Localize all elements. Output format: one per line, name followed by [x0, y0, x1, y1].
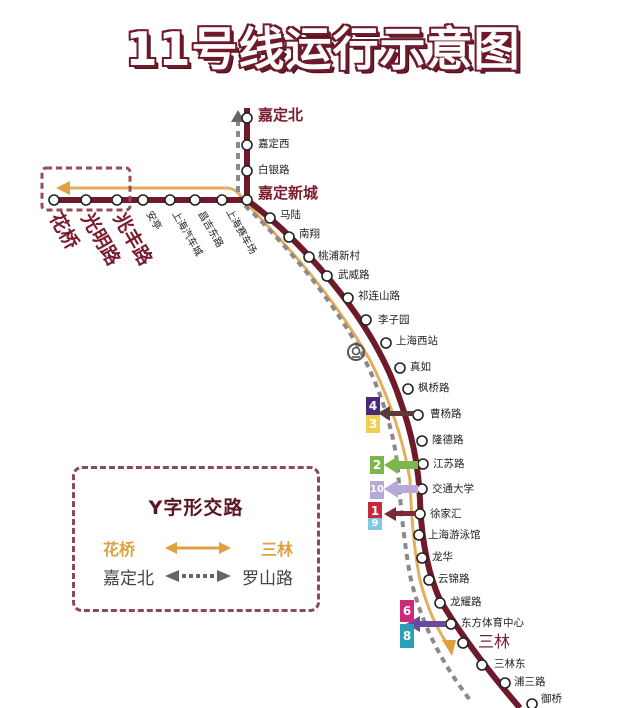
- transfer-arrow-line2: [384, 456, 418, 474]
- station-qilianshanlu: 祁连山路: [358, 290, 400, 302]
- legend-route1-to: 三林: [260, 540, 293, 559]
- transfer-arrow-line4: [378, 406, 414, 421]
- station-zhenru: 真如: [410, 361, 431, 373]
- transfer-badge-line6: 6: [400, 600, 414, 622]
- station-shanghaiyouyongguan: 上海游泳馆: [428, 529, 481, 541]
- transfer-badge-line3: 3: [366, 415, 380, 433]
- station-sanlindong: 三林东: [494, 658, 526, 670]
- station-baiyinlu: 白银路: [258, 164, 290, 176]
- transfer-badge-line9: 9: [368, 518, 382, 530]
- station-malu: 马陆: [280, 209, 301, 221]
- legend-route1-from: 花桥: [103, 540, 136, 559]
- station-jiadingxincheng: 嘉定新城: [258, 184, 319, 202]
- legend-row-jiadingbei-luoshanlu: 嘉定北 罗山路: [75, 565, 317, 589]
- station-fengqiaolu: 枫桥路: [418, 382, 450, 394]
- transfer-badge-line1: 1: [368, 502, 382, 520]
- station-longhua: 龙华: [432, 551, 453, 563]
- station-jiadingxi: 嘉定西: [258, 138, 290, 150]
- transfer-badge-line2: 2: [370, 456, 384, 474]
- legend-route2-from: 嘉定北: [103, 568, 154, 589]
- legend-title: Y字形交路: [148, 497, 244, 519]
- huaqiao-branch-box: [40, 166, 132, 212]
- station-wuweilu: 武威路: [338, 269, 370, 281]
- double-arrow-icon: [165, 542, 231, 554]
- station-nanxiang: 南翔: [299, 228, 320, 240]
- station-caoyanglu: 曹杨路: [430, 408, 462, 420]
- station-shanghaixizhan: 上海西站: [396, 335, 438, 347]
- station-jiaotongdaxue: 交通大学: [432, 483, 474, 495]
- transfer-badge-line4: 4: [366, 397, 380, 415]
- station-yunjinlu: 云锦路: [438, 573, 470, 585]
- transfer-arrow-line6-8: [406, 616, 446, 632]
- station-longdelu: 隆德路: [432, 434, 464, 446]
- station-pusanlu: 浦三路: [514, 676, 546, 688]
- station-liziyuan: 李子园: [378, 314, 410, 326]
- legend-route2-to: 罗山路: [242, 568, 293, 589]
- dashed-double-arrow-icon: [165, 570, 231, 582]
- jiadingbei-luoshanlu-route: [236, 120, 472, 702]
- route-arrow-icon: [442, 640, 456, 656]
- legend-row-huaqiao-sanlin: 花桥 三林: [75, 537, 317, 559]
- transfer-arrow-line10: [384, 480, 418, 498]
- station-jiadingbei: 嘉定北: [258, 106, 304, 124]
- transfer-arrow-line1: [384, 507, 416, 521]
- map-title: 11号线运行示意图: [124, 21, 521, 78]
- station-dongfangtiyuzhongxin: 东方体育中心: [461, 617, 524, 629]
- legend-box: Y字形交路 花桥 三林 嘉定北 罗山路: [72, 466, 320, 612]
- station-xujiahui: 徐家汇: [430, 508, 462, 520]
- station-sanlin: 三林: [478, 632, 511, 651]
- station-yuqiao: 御桥: [541, 693, 562, 705]
- route-arrow-icon: [56, 181, 70, 195]
- station-jiangsulu: 江苏路: [433, 458, 465, 470]
- station-taopuxincun: 桃浦新村: [318, 250, 360, 262]
- station-longyaolu: 龙耀路: [450, 596, 482, 608]
- transfer-badge-line10: 10: [370, 481, 384, 499]
- railway-station-icon: [347, 343, 365, 361]
- transfer-badge-line8: 8: [400, 624, 414, 648]
